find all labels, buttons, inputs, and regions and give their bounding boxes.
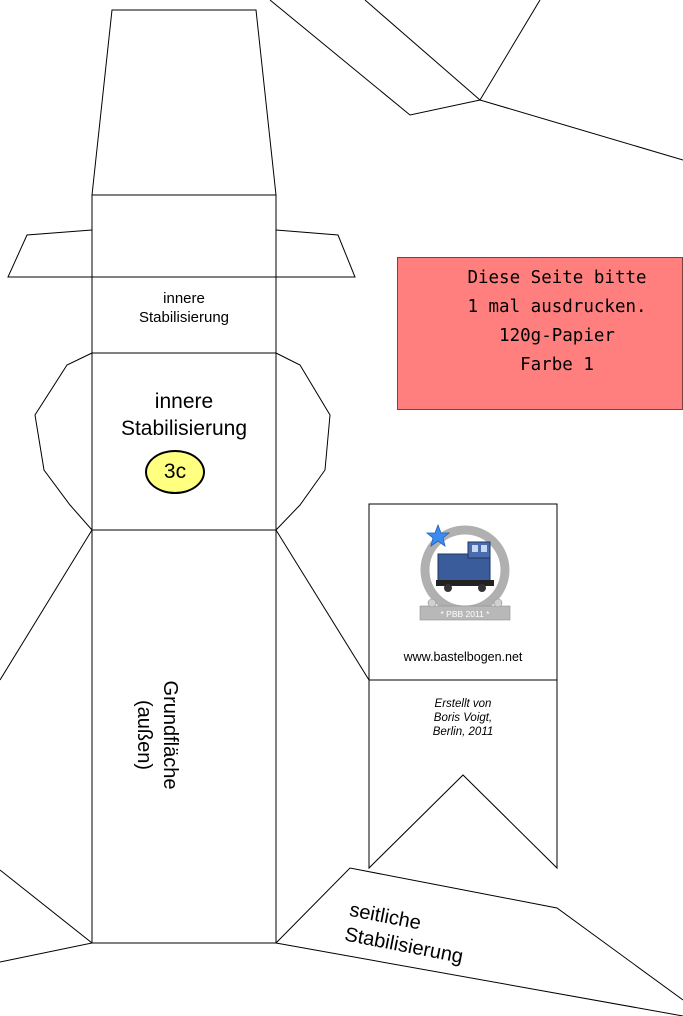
label-inner-stabilization-small: innere Stabilisierung [92,289,276,327]
locomotive-body [437,553,491,583]
credit-line: Erstellt von [434,698,492,710]
left-small-tab [7,229,93,278]
print-instructions-box: Diese Seite bitte 1 mal ausdrucken. 120g… [397,257,683,410]
notice-line: 120g-Papier [499,326,615,346]
notice-line: Farbe 1 [520,355,594,375]
left-hex-flap [34,352,93,531]
credit-line: Boris Voigt, [433,712,493,724]
pennant-outline [368,680,558,870]
label-inner-stabilization-large: innere Stabilisierung [92,388,276,442]
logo-ribbon [419,605,511,621]
wheel [444,584,452,592]
top-right-star-lines [269,0,683,161]
logo-ribbon-text: * PBB 2011 * [441,609,491,619]
strip-segment-grundflaeche [91,529,277,944]
label-line: Grundfläche [159,680,181,790]
right-lower-diagonal [275,529,370,681]
ribbon-knob [427,598,437,608]
strip-segment-1 [91,194,277,278]
label-line: (außen) [133,699,155,771]
bottom-long-edge [92,942,683,1016]
credit-line: Berlin, 2011 [432,726,494,738]
label-line: Stabilisierung [138,309,230,326]
right-small-tab [275,229,356,278]
ribbon-knob [493,598,503,608]
cab-window [472,545,478,552]
cab-window [481,545,487,552]
left-lower-diagonal [0,529,93,681]
part-number-badge: 3c [145,450,205,494]
seitlich-piece-outline [275,867,683,1001]
label-line: innere [154,390,214,413]
credits-text: Erstellt von Boris Voigt, Berlin, 2011 [369,697,557,739]
locomotive-logo: * PBB 2011 * [419,523,511,621]
star-icon [425,523,451,547]
label-line: Stabilisierung [120,417,248,440]
wheel [478,584,486,592]
label-grundflaeche: Grundfläche (außen) [131,681,183,790]
label-line: innere [163,290,205,307]
notice-line: 1 mal ausdrucken. [467,297,647,317]
website-url: www.bastelbogen.net [403,650,523,664]
logo-box-outline [368,503,558,681]
notice-line: Diese Seite bitte [467,268,647,288]
top-tab-shape [91,9,277,196]
right-hex-flap [275,352,331,531]
top-right-star-v [364,0,541,101]
locomotive-chassis [436,580,494,586]
left-bottom-wing [0,869,94,963]
